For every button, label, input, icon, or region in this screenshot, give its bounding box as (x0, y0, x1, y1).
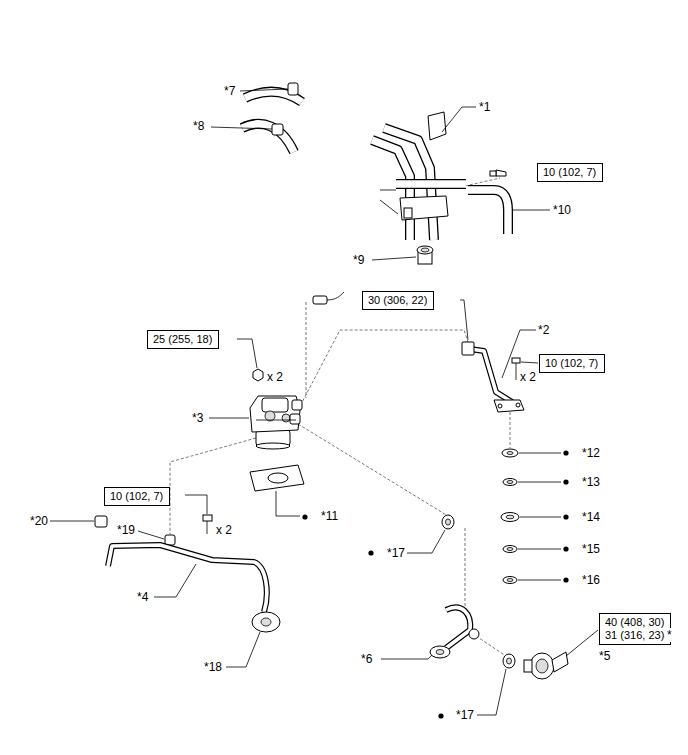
hoses (242, 83, 302, 152)
callout-number: *15 (581, 542, 601, 556)
egr-pipe-6 (430, 607, 479, 658)
callout-number: *12 (581, 446, 601, 460)
callout-number: *1 (478, 100, 491, 114)
torque-value: 10 (102, 7) (110, 490, 164, 503)
torque-value: 31 (316, 23) (605, 629, 665, 642)
torque-value: 25 (255, 18) (153, 333, 213, 346)
callout-number: *5 (598, 649, 611, 663)
new-part-bullets (302, 450, 568, 718)
torque-spec-box: 30 (306, 22) (362, 291, 434, 310)
nut (253, 369, 263, 381)
hose-10 (468, 170, 508, 234)
quantity-label: x 2 (215, 523, 233, 537)
callout-number: *10 (552, 203, 572, 217)
callout-number: *4 (136, 590, 149, 604)
torque-spec-box: 10 (102, 7) (104, 487, 170, 506)
gasket (250, 465, 304, 491)
torque-spec-box: 25 (255, 18) (147, 330, 219, 349)
callout-number: * (666, 628, 673, 642)
callout-number: *17 (455, 708, 475, 722)
callout-number: *19 (116, 523, 136, 537)
callout-number: *13 (581, 475, 601, 489)
egr-pipe-2 (462, 342, 524, 412)
callout-number: *20 (29, 514, 49, 528)
sensor (524, 652, 568, 679)
assembly-dashes (170, 178, 510, 656)
callout-number: *9 (352, 253, 365, 267)
leader-lines (50, 89, 598, 715)
hose-clamp (417, 246, 433, 264)
gaskets (501, 449, 519, 584)
callout-number: *16 (581, 573, 601, 587)
torque-value: 10 (102, 7) (545, 357, 599, 370)
connector (313, 292, 344, 304)
egr-pipe-4 (108, 545, 280, 632)
callout-number: *2 (537, 323, 550, 337)
callout-number: *17 (386, 546, 406, 560)
callout-number: *8 (192, 119, 205, 133)
callout-number: *11 (320, 509, 339, 523)
torque-value: 40 (408, 30) (605, 616, 665, 629)
rings (442, 515, 515, 668)
torque-spec-box: 10 (102, 7) (537, 163, 603, 182)
callout-number: *3 (191, 411, 204, 425)
water-pipe-assembly (372, 112, 466, 240)
bolt (203, 515, 212, 534)
callout-number: *14 (581, 510, 601, 524)
torque-spec-box: 40 (408, 30)31 (316, 23) (599, 613, 671, 645)
clips (95, 516, 175, 545)
callout-number: *7 (223, 84, 236, 98)
callout-number: *6 (360, 652, 373, 666)
callout-number: *18 (203, 660, 223, 674)
egr-valve (250, 396, 302, 449)
torque-value: 30 (306, 22) (368, 294, 428, 307)
quantity-label: x 2 (519, 370, 537, 384)
torque-spec-box: 10 (102, 7) (539, 354, 605, 373)
quantity-label: x 2 (266, 370, 284, 384)
torque-value: 10 (102, 7) (543, 166, 597, 179)
